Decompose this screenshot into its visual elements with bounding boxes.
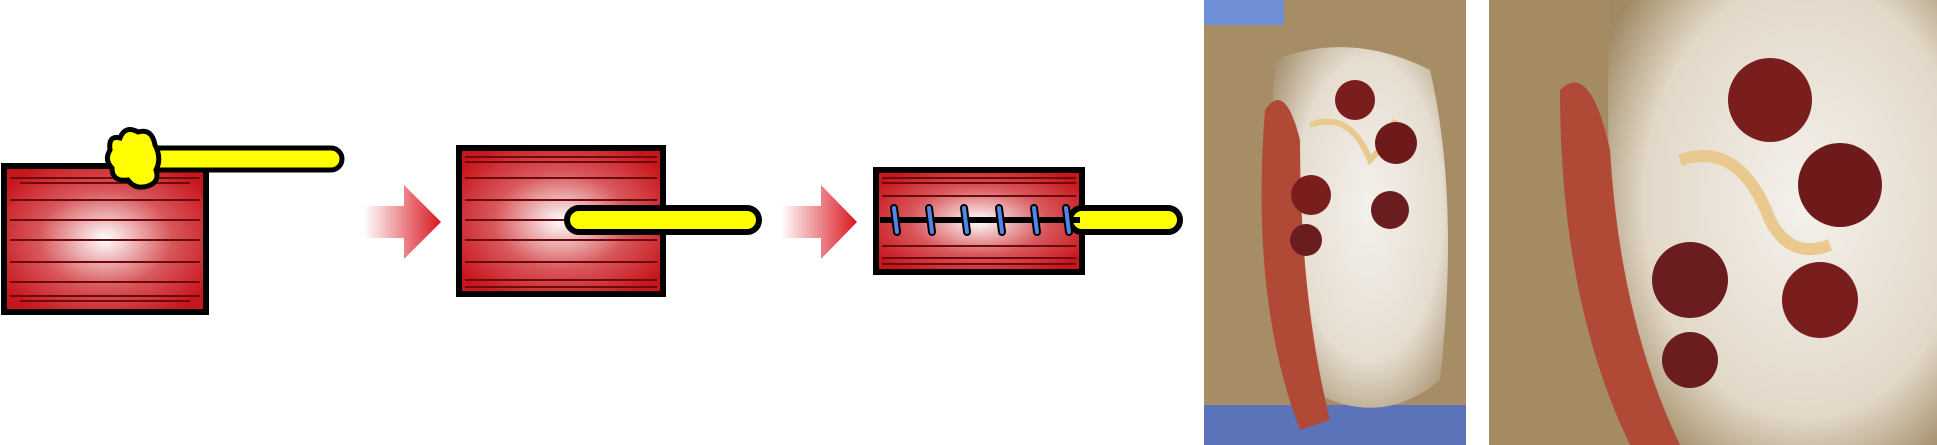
arrow-right-icon (364, 185, 441, 259)
muscle-fibers (465, 156, 657, 288)
muscle-fibers (10, 177, 200, 302)
muscle-fibers (882, 177, 1076, 265)
arrow-right-icon (781, 185, 857, 259)
step-2-implantation-diagram (456, 145, 762, 297)
intraoperative-photo-closeup (1489, 0, 1937, 445)
intraoperative-photo-overview (1204, 0, 1466, 445)
nerve (127, 145, 345, 173)
neuroma (104, 127, 162, 190)
step-3-suture-diagram (873, 167, 1183, 275)
nerve (564, 205, 762, 235)
step-1-neuroma-diagram (1, 127, 345, 315)
nerve (1067, 205, 1183, 235)
